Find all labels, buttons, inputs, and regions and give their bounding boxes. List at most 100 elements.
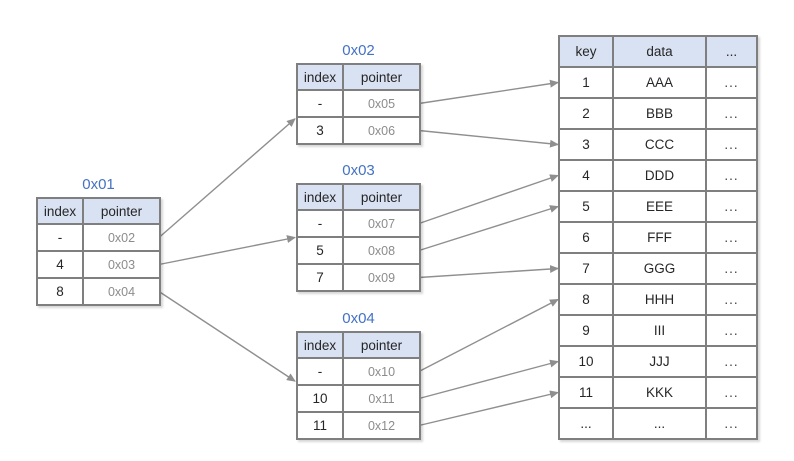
table-cell: 0x12 [342, 411, 421, 440]
column-header: pointer [342, 63, 421, 91]
table-cell: ... [558, 407, 614, 440]
pointer-arrow [158, 118, 296, 239]
node-title-0x02: 0x02 [342, 42, 375, 59]
table-cell: 8 [36, 277, 84, 306]
table-cell: 0x07 [342, 209, 421, 238]
table-cell: 11 [296, 411, 344, 440]
pointer-arrow [418, 174, 559, 225]
table-cell: 7 [296, 263, 344, 292]
table-cell: KKK [612, 376, 707, 409]
pointer-arrow [418, 129, 559, 148]
table-cell: 0x09 [342, 263, 421, 292]
pointer-arrow [158, 290, 296, 382]
table-cell: ... [705, 345, 758, 378]
table-cell: DDD [612, 159, 707, 192]
column-header: ... [705, 35, 758, 68]
table-cell: ... [705, 314, 758, 347]
pointer-arrow [418, 298, 559, 373]
pointer-arrow [418, 390, 559, 427]
column-header: index [296, 331, 344, 359]
column-header: index [36, 197, 84, 225]
table-cell: 1 [558, 66, 614, 99]
column-header: data [612, 35, 707, 68]
column-header: index [296, 63, 344, 91]
table-cell: 5 [296, 236, 344, 265]
table-cell: 3 [558, 128, 614, 161]
pointer-arrow [158, 235, 296, 266]
table-row: -0x02 [36, 223, 161, 252]
column-header: key [558, 35, 614, 68]
table-cell: 0x06 [342, 116, 421, 145]
pointer-arrow [418, 359, 559, 400]
table-cell: - [296, 357, 344, 386]
table-cell: 8 [558, 283, 614, 316]
table-cell: 0x03 [82, 250, 161, 279]
table-cell: AAA [612, 66, 707, 99]
table-cell: 4 [36, 250, 84, 279]
table-cell: 11 [558, 376, 614, 409]
table-cell: ... [705, 159, 758, 192]
table-cell: ... [705, 376, 758, 409]
column-header: pointer [82, 197, 161, 225]
table-cell: ... [705, 283, 758, 316]
table-cell: 6 [558, 221, 614, 254]
table-cell: ... [705, 97, 758, 130]
node-title-0x03: 0x03 [342, 162, 375, 179]
pointer-arrow [418, 79, 559, 105]
table-cell: GGG [612, 252, 707, 285]
table-cell: 0x05 [342, 89, 421, 118]
table-cell: FFF [612, 221, 707, 254]
table-cell: ... [705, 190, 758, 223]
table-cell: - [36, 223, 84, 252]
table-cell: 5 [558, 190, 614, 223]
column-header: pointer [342, 183, 421, 211]
table-row: -0x07 [296, 209, 421, 238]
table-cell: - [296, 89, 344, 118]
table-row: ......... [558, 407, 758, 440]
column-header: index [296, 183, 344, 211]
table-cell: 0x02 [82, 223, 161, 252]
table-cell: ... [705, 221, 758, 254]
table-cell: ... [705, 128, 758, 161]
table-cell: CCC [612, 128, 707, 161]
table-cell: JJJ [612, 345, 707, 378]
table-cell: 10 [296, 384, 344, 413]
table-cell: III [612, 314, 707, 347]
table-cell: 10 [558, 345, 614, 378]
table-cell: 2 [558, 97, 614, 130]
table-cell: 0x04 [82, 277, 161, 306]
table-cell: 0x10 [342, 357, 421, 386]
table-cell: 9 [558, 314, 614, 347]
table-cell: HHH [612, 283, 707, 316]
table-cell: 4 [558, 159, 614, 192]
table-cell: ... [612, 407, 707, 440]
pointer-arrow [418, 205, 559, 252]
table-cell: 0x11 [342, 384, 421, 413]
